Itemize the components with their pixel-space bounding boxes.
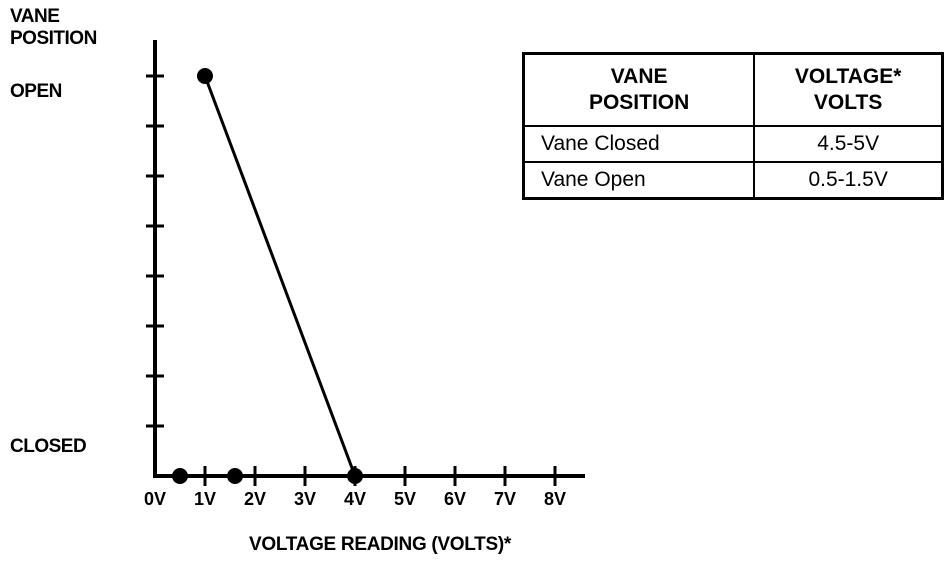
series-line: [203, 75, 357, 477]
table-header-vane-position: VANE POSITION: [522, 52, 756, 127]
x-tick-label: 6V: [444, 489, 466, 509]
table-cell-voltage: 0.5-1.5V: [753, 161, 944, 200]
table-header-text: VOLTAGE*: [794, 64, 902, 88]
y-axis-ticks: [146, 74, 164, 428]
data-point-marker: [347, 468, 363, 484]
x-tick-label: 2V: [244, 489, 266, 509]
table-header-voltage: VOLTAGE* VOLTS: [753, 52, 944, 127]
series-layer: [203, 75, 357, 477]
marker-layer: [172, 68, 363, 484]
table-header-text: VOLTS: [813, 91, 883, 114]
data-point-marker: [227, 468, 243, 484]
table-header-text: VANE: [610, 64, 668, 88]
x-tick-label: 8V: [544, 489, 566, 509]
x-tick-label: 3V: [294, 489, 316, 509]
vane-voltage-table: VANE POSITION VOLTAGE* VOLTS Vane Closed…: [522, 52, 944, 200]
table-row: Vane Closed 4.5-5V: [522, 125, 944, 163]
table-header-text: POSITION: [588, 91, 690, 114]
table-cell-position: Vane Open: [522, 161, 756, 200]
y-axis-label-line-2: POSITION: [10, 28, 97, 49]
y-category-closed: CLOSED: [10, 436, 86, 457]
x-tick-label: 7V: [494, 489, 516, 509]
table-cell-position: Vane Closed: [522, 125, 756, 163]
table-row: Vane Open 0.5-1.5V: [522, 161, 944, 200]
y-category-open: OPEN: [10, 81, 62, 102]
x-axis-label: VOLTAGE READING (VOLTS)*: [249, 534, 512, 555]
data-point-marker: [172, 468, 188, 484]
x-axis-ticks: 0V 1V 2V 3V 4V 5V 6V 7V 8V: [144, 466, 566, 509]
x-tick-label: 0V: [144, 489, 166, 509]
x-tick-label: 4V: [344, 489, 366, 509]
data-point-marker: [197, 68, 213, 84]
table-cell-voltage: 4.5-5V: [753, 125, 944, 163]
x-tick-label: 5V: [394, 489, 416, 509]
y-axis-label-line-1: VANE: [10, 6, 59, 27]
table-header-row: VANE POSITION VOLTAGE* VOLTS: [522, 52, 944, 127]
x-tick-label: 1V: [194, 489, 216, 509]
